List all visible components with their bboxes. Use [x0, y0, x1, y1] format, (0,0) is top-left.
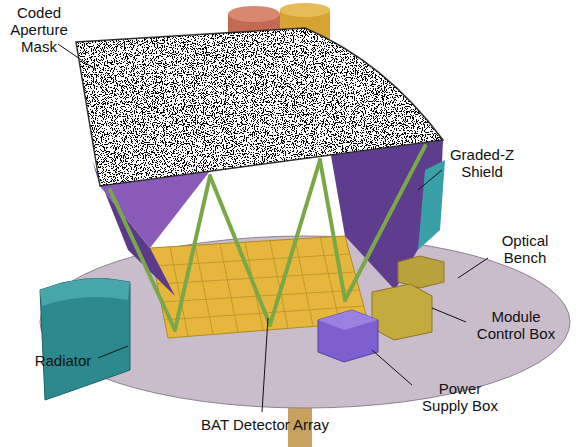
- yellow-cylinder-top: [280, 3, 330, 17]
- part-label: Radiator: [28, 352, 98, 369]
- radiator: [40, 278, 130, 400]
- power-supply-box: [318, 310, 378, 362]
- part-label: Coded Aperture Mask: [4, 4, 74, 55]
- shield-edge: [418, 160, 445, 250]
- part-label: Optical Bench: [490, 232, 560, 266]
- optical-bench: [40, 236, 570, 408]
- mask-pattern: [70, 20, 450, 190]
- power-supply-top: [318, 310, 378, 330]
- part-label: Graded-Z Shield: [446, 146, 518, 180]
- module-control-box: [372, 284, 432, 340]
- part-label: BAT Detector Array: [185, 416, 345, 433]
- radiator-top: [40, 278, 130, 306]
- leader-lines: [58, 44, 488, 412]
- part-label: Module Control Box: [468, 308, 564, 342]
- orange-cylinder-top: [228, 6, 280, 22]
- part-label: Power Supply Box: [414, 380, 506, 414]
- small-box: [398, 256, 444, 288]
